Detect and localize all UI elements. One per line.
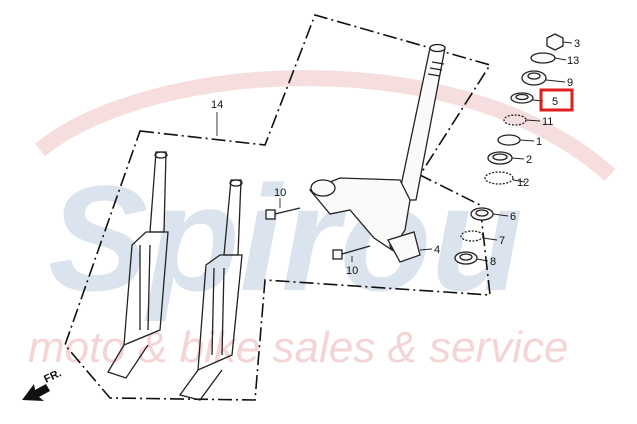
assembly-boundary bbox=[64, 14, 492, 401]
callout-1: 1 bbox=[536, 136, 542, 148]
callout-10-lower: 10 bbox=[346, 265, 358, 277]
watermark-swoosh bbox=[34, 70, 616, 181]
front-direction-indicator: FR. bbox=[22, 367, 63, 401]
callout-4: 4 bbox=[434, 244, 440, 256]
watermark: Spirou moto & bike sales & service bbox=[28, 70, 616, 372]
callout-7: 7 bbox=[499, 235, 505, 247]
steering-stem bbox=[397, 43, 446, 201]
watermark-brand: Spirou bbox=[48, 154, 523, 322]
callout-8: 8 bbox=[490, 256, 496, 268]
callout-9: 9 bbox=[567, 77, 573, 89]
bolt-upper bbox=[265, 207, 301, 220]
callout-2: 2 bbox=[526, 154, 532, 166]
right-fork-leg bbox=[178, 179, 243, 401]
callout-labels: 3 13 9 5 11 1 2 12 6 7 8 10 10 4 bbox=[274, 38, 580, 277]
callout-6: 6 bbox=[510, 211, 516, 223]
group-label: 14 bbox=[211, 99, 223, 111]
front-arrow-icon bbox=[22, 384, 50, 401]
bolt-lower bbox=[332, 245, 371, 260]
callout-5: 5 bbox=[552, 96, 558, 108]
callout-10-upper: 10 bbox=[274, 187, 286, 199]
lower-bracket bbox=[308, 177, 421, 263]
callout-3: 3 bbox=[574, 38, 580, 50]
callout-leaders bbox=[279, 41, 573, 262]
callout-13: 13 bbox=[567, 55, 579, 67]
callout-12: 12 bbox=[517, 177, 529, 189]
highlight-box bbox=[539, 88, 574, 112]
left-fork-leg bbox=[107, 151, 169, 379]
callout-11: 11 bbox=[542, 116, 553, 128]
watermark-tagline: moto & bike sales & service bbox=[28, 323, 568, 372]
